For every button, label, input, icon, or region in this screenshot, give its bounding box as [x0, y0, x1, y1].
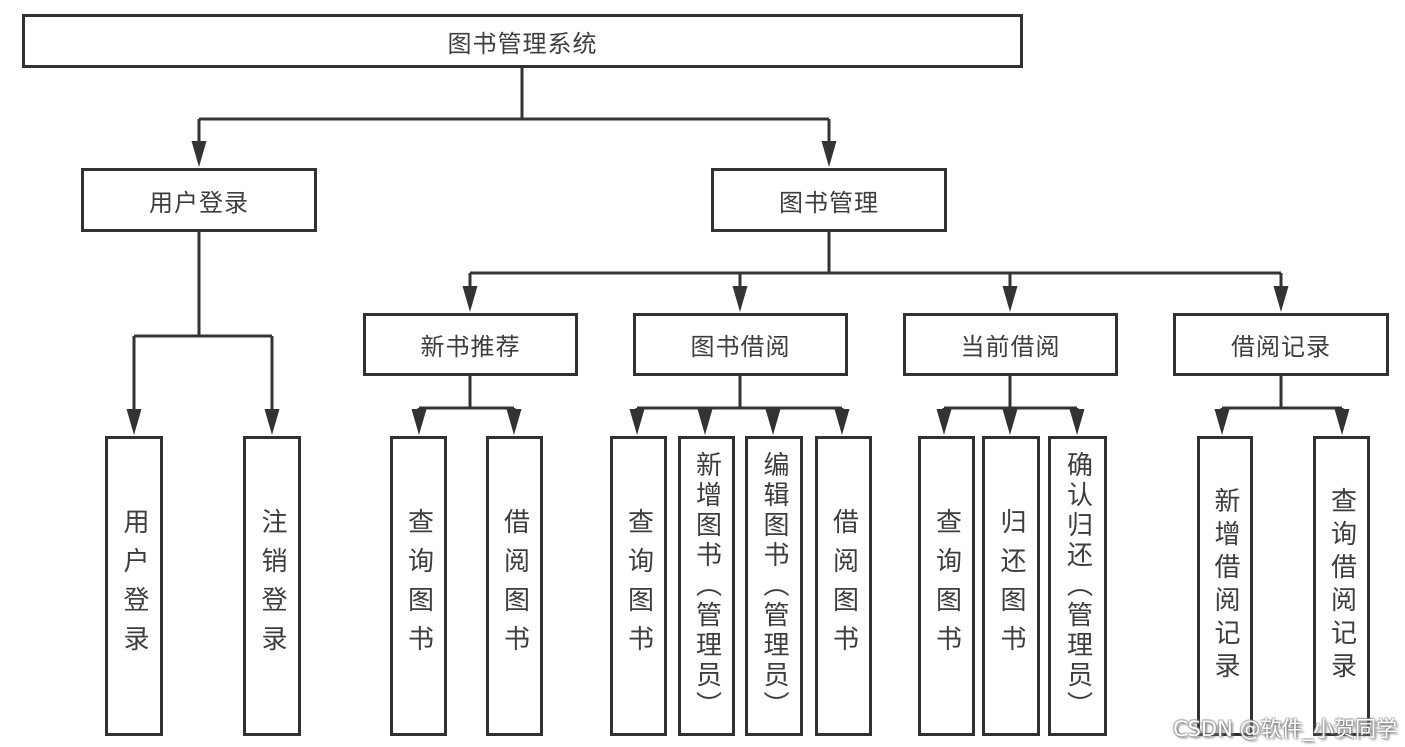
branch-user-login-box: 用户登录	[81, 168, 317, 232]
connector-borrow-record-to-leaves	[1220, 374, 1344, 425]
leaf-borrow-edit-box: 编辑图书（管理员）	[745, 436, 803, 736]
arrowhead-user-login	[191, 141, 207, 167]
connector-root-to-branches	[197, 65, 831, 157]
leaf-borrow-borrow-box: 借阅图书	[815, 436, 872, 736]
arrowhead-leaf-borrow-add	[697, 409, 713, 435]
leaf-borrow-add-label: 新增图书（管理员）	[691, 451, 722, 721]
group-current-borrow-box: 当前借阅	[903, 313, 1118, 376]
connector-new-book-to-leaves	[417, 374, 516, 425]
leaf-newbook-query-box: 查询图书	[390, 436, 447, 736]
leaf-record-add-box: 新增借阅记录	[1197, 436, 1253, 736]
group-new-book-recommend-label: 新书推荐	[420, 333, 521, 361]
leaf-user-login-label: 用户登录	[119, 508, 149, 664]
group-borrow-record-box: 借阅记录	[1173, 313, 1389, 376]
leaf-borrow-query-label: 查询图书	[623, 508, 654, 664]
arrowhead-leaf-record-add	[1214, 409, 1230, 435]
arrowhead-leaf-newbook-query	[411, 409, 427, 435]
leaf-current-return-label: 归还图书	[996, 508, 1026, 664]
leaf-current-confirm-label: 确认归还（管理员）	[1062, 451, 1093, 721]
leaf-current-return-box: 归还图书	[982, 436, 1040, 736]
root-label: 图书管理系统	[447, 29, 598, 58]
leaf-record-query-label: 查询借阅记录	[1326, 487, 1357, 685]
arrowhead-book-management	[821, 141, 837, 167]
arrowhead-leaf-current-query	[936, 409, 952, 435]
leaf-record-add-label: 新增借阅记录	[1210, 487, 1240, 685]
branch-user-login-label: 用户登录	[149, 188, 249, 217]
arrowhead-leaf-current-confirm	[1069, 409, 1085, 435]
group-current-borrow-label: 当前借阅	[960, 333, 1061, 361]
group-book-borrow-box: 图书借阅	[633, 313, 848, 376]
leaf-logout-label: 注销登录	[257, 508, 287, 664]
branch-book-management-label: 图书管理	[779, 188, 879, 217]
arrowhead-new-book	[462, 286, 478, 312]
leaf-record-query-box: 查询借阅记录	[1313, 436, 1370, 736]
connector-book-borrow-to-leaves	[635, 374, 844, 425]
leaf-newbook-borrow-label: 借阅图书	[499, 508, 530, 664]
arrowhead-leaf-borrow-edit	[765, 409, 781, 435]
leaf-borrow-borrow-label: 借阅图书	[828, 508, 859, 664]
arrowhead-leaf-newbook-borrow	[506, 409, 522, 435]
leaf-logout-box: 注销登录	[243, 436, 301, 736]
connector-user-login-to-leaves	[132, 230, 274, 425]
arrowhead-borrow-record	[1273, 286, 1289, 312]
leaf-current-query-label: 查询图书	[931, 508, 962, 664]
arrowhead-leaf-user-login	[126, 409, 142, 435]
arrowhead-leaf-borrow-borrow	[834, 409, 850, 435]
leaf-user-login-box: 用户登录	[105, 436, 163, 736]
arrowhead-leaf-current-return	[1002, 409, 1018, 435]
leaf-newbook-query-label: 查询图书	[403, 508, 434, 664]
leaf-current-query-box: 查询图书	[918, 436, 975, 736]
leaf-current-confirm-box: 确认归还（管理员）	[1048, 436, 1107, 736]
leaf-newbook-borrow-box: 借阅图书	[486, 436, 543, 736]
csdn-watermark: CSDN @软件_小贺同学	[1172, 717, 1397, 741]
group-new-book-recommend-box: 新书推荐	[363, 313, 578, 376]
branch-book-management-box: 图书管理	[711, 168, 947, 232]
arrowhead-book-borrow	[732, 286, 748, 312]
arrowhead-leaf-borrow-query	[629, 409, 645, 435]
group-book-borrow-label: 图书借阅	[690, 333, 791, 361]
leaf-borrow-edit-label: 编辑图书（管理员）	[759, 451, 789, 721]
connector-book-management-to-groups	[468, 230, 1283, 302]
root-box-library-system: 图书管理系统	[22, 14, 1023, 68]
arrowhead-leaf-record-query	[1334, 409, 1350, 435]
leaf-borrow-add-box: 新增图书（管理员）	[678, 436, 735, 736]
group-borrow-record-label: 借阅记录	[1231, 333, 1331, 361]
arrowhead-leaf-logout	[264, 409, 280, 435]
arrowhead-current-borrow	[1002, 286, 1018, 312]
leaf-borrow-query-box: 查询图书	[610, 436, 667, 736]
